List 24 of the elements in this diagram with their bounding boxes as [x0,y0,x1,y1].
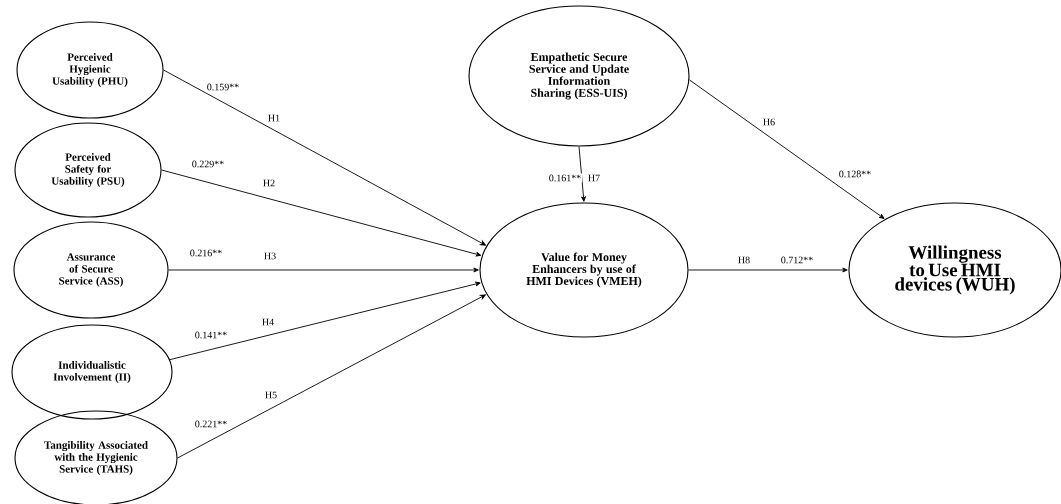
path-coefficient: 0.159** [205,82,241,92]
path-coefficient: 0.229** [190,159,226,169]
hypothesis-label: H5 [263,390,279,400]
path-coefficient: 0.221** [193,419,229,429]
hypothesis-label: H3 [262,251,278,261]
path-arrow [168,267,479,273]
hypothesis-label: H1 [266,113,282,123]
path-coefficient: 0.141** [193,330,229,340]
path-arrow [578,146,586,202]
path-arrow [163,69,486,246]
path-arrow [169,281,481,361]
path-coefficient: 0.712** [779,255,815,265]
path-coefficient: 0.128** [837,169,873,179]
hypothesis-label: H8 [736,255,752,265]
hypothesis-label: H4 [260,317,276,327]
path-coefficient: 0.161** [547,173,583,183]
path-arrow [177,294,486,459]
path-arrow [161,169,482,257]
path-arrow [688,267,848,273]
path-coefficient: 0.216** [188,248,224,258]
hypothesis-label: H7 [586,173,602,183]
hypothesis-label: H6 [761,117,777,127]
path-arrow [688,79,885,219]
hypothesis-label: H2 [261,178,277,188]
